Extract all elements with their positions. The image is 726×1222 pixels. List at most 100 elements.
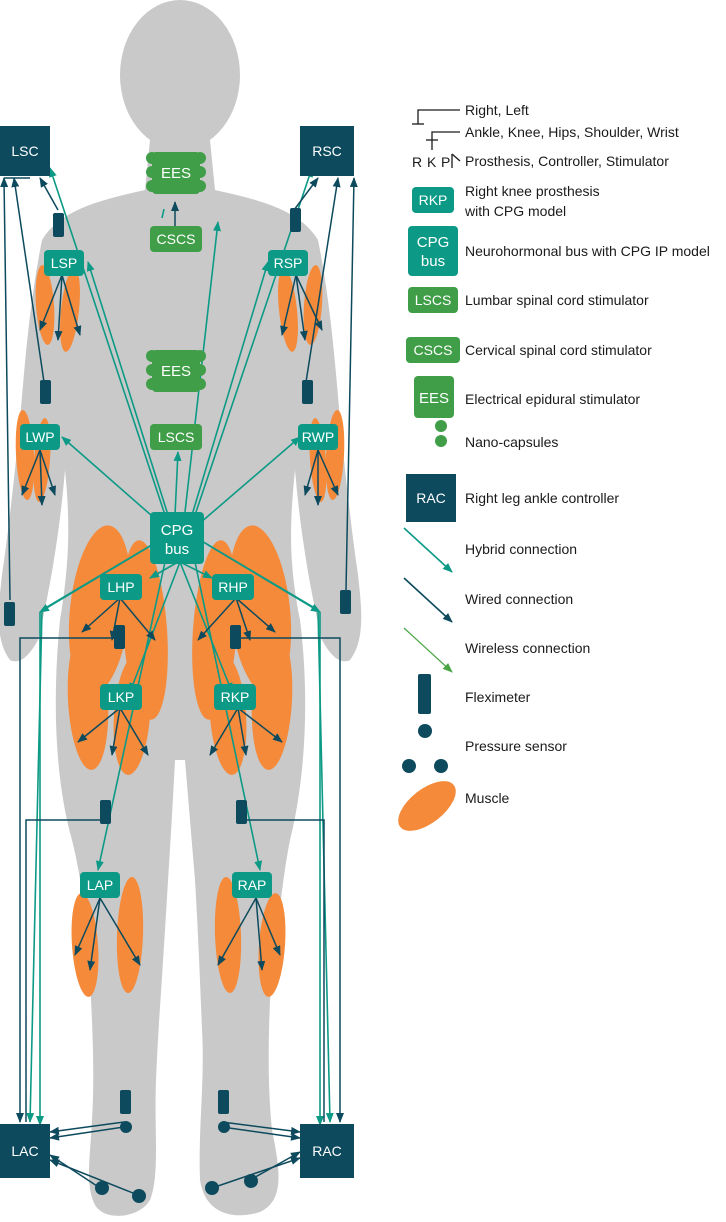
legend-cscs-desc: Cervical spinal cord stimulator — [465, 342, 652, 358]
legend-rkp-line1: Right knee prosthesis — [465, 183, 600, 199]
pressure-sensor — [132, 1189, 146, 1203]
legend-nano-desc: Nano-capsules — [465, 434, 558, 450]
cscs-label: CSCS — [157, 231, 196, 247]
legend-hybrid-desc: Hybrid connection — [465, 541, 577, 557]
lkp-node: LKP — [100, 684, 142, 710]
rhp-label: RHP — [218, 579, 248, 595]
legend-cpg-box-line1: CPG — [417, 234, 450, 251]
legend-rac-box: RAC — [416, 490, 446, 506]
rap-label: RAP — [238, 877, 267, 893]
fleximeter-icon — [418, 674, 431, 714]
rsp-label: RSP — [274, 255, 303, 271]
cpg-bus-label-line2: bus — [165, 541, 189, 558]
pressure-sensor — [120, 1121, 132, 1133]
rsc-label: RSC — [312, 143, 342, 159]
rsc-node: RSC — [300, 126, 354, 176]
ees-mid-label: EES — [161, 363, 191, 380]
pressure-sensor-icon — [434, 759, 448, 773]
lsc-node: LSC — [0, 126, 50, 176]
fleximeter — [236, 800, 247, 824]
legend-ees-box: EES — [419, 390, 449, 407]
pressure-sensor — [218, 1121, 230, 1133]
ees-neck-label: EES — [161, 165, 191, 182]
wired-connection-icon — [403, 577, 453, 623]
legend-code-line3: Prosthesis, Controller, Stimulator — [465, 153, 669, 169]
cpg-bus-label-line1: CPG — [161, 522, 194, 539]
rap-node: RAP — [232, 872, 272, 898]
pressure-sensors — [95, 1121, 258, 1203]
legend-wired-desc: Wired connection — [465, 591, 573, 607]
pressure-sensor — [205, 1181, 219, 1195]
legend-pressure-desc: Pressure sensor — [465, 738, 567, 754]
lscs-node: LSCS — [150, 424, 202, 450]
legend-cscs-box: CSCS — [414, 342, 453, 358]
wireless-connection-icon — [403, 627, 453, 673]
nano-capsule-icon — [435, 420, 447, 432]
pressure-sensor — [95, 1181, 109, 1195]
rwp-node: RWP — [298, 424, 338, 450]
lac-label: LAC — [11, 1143, 38, 1159]
wired-trunks — [16, 637, 344, 1123]
legend-code-example — [412, 109, 461, 168]
legend-code-line1: Right, Left — [465, 102, 529, 118]
muscle-icon — [398, 781, 456, 831]
fleximeter — [114, 625, 125, 649]
fleximeter — [120, 1090, 131, 1114]
ees-mid: EES — [146, 350, 206, 392]
legend-wireless-desc: Wireless connection — [465, 640, 590, 656]
legend-muscle-desc: Muscle — [465, 790, 510, 806]
legend-ees-desc: Electrical epidural stimulator — [465, 391, 640, 407]
lap-label: LAP — [87, 877, 113, 893]
lac-node: LAC — [0, 1124, 50, 1178]
legend-rkp-line2: with CPG model — [464, 203, 566, 219]
hybrid-connection-icon — [403, 527, 453, 573]
pressure-sensor-icon — [418, 724, 432, 738]
legend-cpg-desc: Neurohormonal bus with CPG IP model — [465, 243, 710, 259]
fleximeter — [290, 208, 301, 232]
lap-node: LAP — [80, 872, 120, 898]
cscs-node: CSCS — [150, 226, 202, 252]
lhp-label: LHP — [107, 579, 134, 595]
lsp-node: LSP — [44, 250, 84, 276]
rkp-label: RKP — [221, 689, 250, 705]
legend-rkp-box: RKP — [419, 192, 448, 208]
legend-letter-p: P — [441, 154, 450, 170]
rsp-node: RSP — [268, 250, 308, 276]
legend-lscs-desc: Lumbar spinal cord stimulator — [465, 292, 649, 308]
legend-fleximeter-desc: Fleximeter — [465, 689, 531, 705]
lsp-label: LSP — [51, 255, 77, 271]
fleximeter — [340, 590, 351, 614]
rwp-label: RWP — [302, 429, 334, 445]
fleximeter — [230, 625, 241, 649]
fleximeter — [302, 380, 313, 404]
pressure-sensor — [244, 1174, 258, 1188]
fleximeter — [4, 602, 15, 626]
legend-lscs-box: LSCS — [415, 292, 452, 308]
fleximeter — [100, 800, 111, 824]
rac-label: RAC — [312, 1143, 342, 1159]
fleximeter — [40, 380, 51, 404]
lwp-label: LWP — [25, 429, 54, 445]
lwp-node: LWP — [20, 424, 60, 450]
rkp-node: RKP — [214, 684, 256, 710]
fleximeters — [4, 208, 351, 1114]
head — [120, 0, 240, 150]
legend-rac-desc: Right leg ankle controller — [465, 490, 619, 506]
cpg-bus-node: CPG bus — [150, 512, 204, 564]
nano-capsule-icon — [435, 435, 447, 447]
hybrid-to-lac — [26, 539, 334, 1123]
fleximeter — [53, 213, 64, 237]
lkp-label: LKP — [108, 689, 134, 705]
lsc-label: LSC — [11, 143, 38, 159]
legend-code-line2: Ankle, Knee, Hips, Shoulder, Wrist — [465, 124, 679, 140]
rac-node: RAC — [300, 1124, 354, 1178]
lhp-node: LHP — [100, 574, 142, 600]
pressure-sensor-icon — [402, 759, 416, 773]
lscs-label: LSCS — [158, 429, 195, 445]
legend: R K P Right, Left Ankle, Knee, Hips, Sho… — [398, 102, 710, 831]
legend-letter-r: R — [412, 154, 422, 170]
legend-letter-k: K — [427, 154, 437, 170]
ees-neck: EES — [146, 152, 206, 194]
wired-connections — [0, 177, 358, 1196]
